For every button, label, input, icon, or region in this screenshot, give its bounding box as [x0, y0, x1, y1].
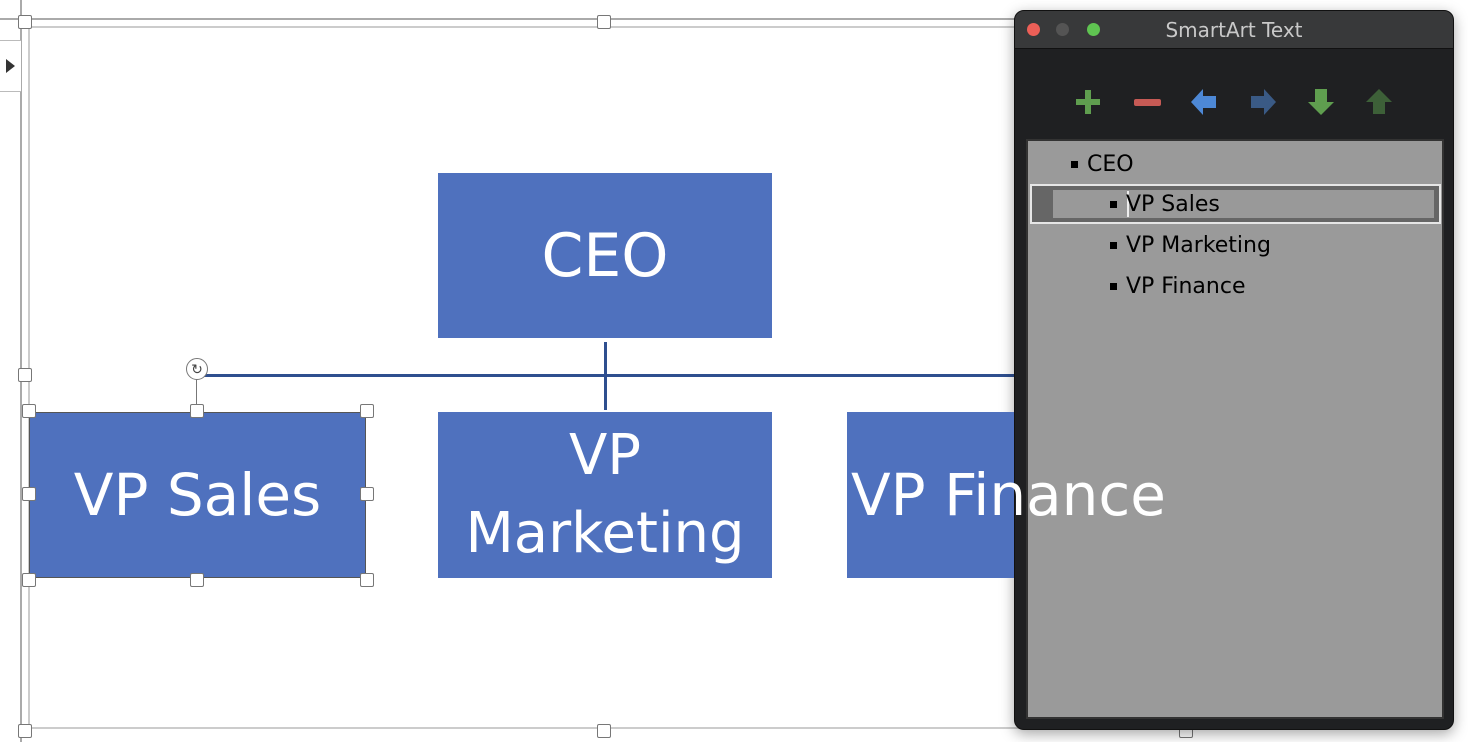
resize-handle[interactable]: [22, 404, 36, 418]
bullet-icon: [1071, 160, 1078, 168]
text-cursor: [1127, 191, 1129, 217]
smartart-text-window: SmartArt Text CEO VP Sales VP Marketing …: [1014, 10, 1454, 730]
rotation-handle-stem: [196, 378, 197, 411]
window-title: SmartArt Text: [1165, 18, 1303, 42]
arrow-up-icon: [1366, 89, 1392, 114]
resize-handle[interactable]: [22, 573, 36, 587]
zoom-button[interactable]: [1087, 23, 1100, 36]
item-text: VP Finance: [1126, 273, 1246, 299]
node-label: VP Finance: [851, 461, 1166, 529]
item-text: VP Marketing: [1126, 232, 1271, 258]
text-pane[interactable]: CEO VP Sales VP Marketing VP Finance: [1026, 139, 1444, 719]
resize-handle[interactable]: [190, 404, 204, 418]
frame-border: [28, 26, 1018, 28]
list-item[interactable]: VP Sales: [1110, 189, 1220, 219]
node-ceo[interactable]: CEO: [438, 173, 772, 338]
close-button[interactable]: [1027, 23, 1040, 36]
node-label: VP Marketing: [465, 423, 745, 566]
bullet-icon: [1110, 200, 1117, 208]
resize-handle[interactable]: [360, 404, 374, 418]
frame-handle[interactable]: [18, 724, 32, 738]
list-item[interactable]: CEO: [1071, 149, 1134, 179]
move-down-button[interactable]: [1306, 89, 1336, 115]
promote-button[interactable]: [1189, 89, 1219, 115]
node-label: VP Sales: [73, 461, 322, 529]
list-item[interactable]: VP Marketing: [1110, 230, 1271, 260]
remove-bullet-button[interactable]: [1132, 89, 1162, 115]
arrow-right-icon: [1251, 89, 1276, 115]
minus-icon: [1134, 99, 1161, 106]
resize-handle[interactable]: [360, 487, 374, 501]
connector-line: [197, 374, 1017, 377]
frame-handle[interactable]: [18, 15, 32, 29]
node-vp-marketing[interactable]: VP Marketing: [438, 412, 772, 578]
node-vp-sales[interactable]: VP Sales: [29, 412, 366, 578]
arrow-left-icon: [1191, 89, 1216, 115]
selected-row[interactable]: [1030, 184, 1441, 224]
resize-handle[interactable]: [22, 487, 36, 501]
frame-handle[interactable]: [18, 368, 32, 382]
item-text: CEO: [1087, 151, 1134, 177]
add-bullet-button[interactable]: [1073, 89, 1103, 115]
node-vp-finance[interactable]: VP Finance: [847, 412, 1166, 578]
bullet-icon: [1110, 282, 1117, 290]
triangle-right-icon: [6, 59, 15, 73]
minimize-button[interactable]: [1056, 23, 1069, 36]
text-pane-toggle[interactable]: [0, 40, 21, 92]
node-label: CEO: [541, 220, 669, 291]
frame-handle[interactable]: [597, 724, 611, 738]
window-titlebar[interactable]: SmartArt Text: [1015, 11, 1453, 49]
frame-handle[interactable]: [597, 15, 611, 29]
resize-handle[interactable]: [360, 573, 374, 587]
list-item[interactable]: VP Finance: [1110, 271, 1245, 301]
plus-icon: [1076, 90, 1100, 114]
resize-handle[interactable]: [190, 573, 204, 587]
item-text: VP Sales: [1126, 191, 1220, 217]
demote-button[interactable]: [1248, 89, 1278, 115]
frame-border: [0, 18, 1015, 20]
move-up-button[interactable]: [1364, 89, 1394, 115]
arrow-down-icon: [1308, 89, 1334, 115]
bullet-icon: [1110, 241, 1117, 249]
rotate-handle-icon[interactable]: ↻: [186, 358, 208, 380]
